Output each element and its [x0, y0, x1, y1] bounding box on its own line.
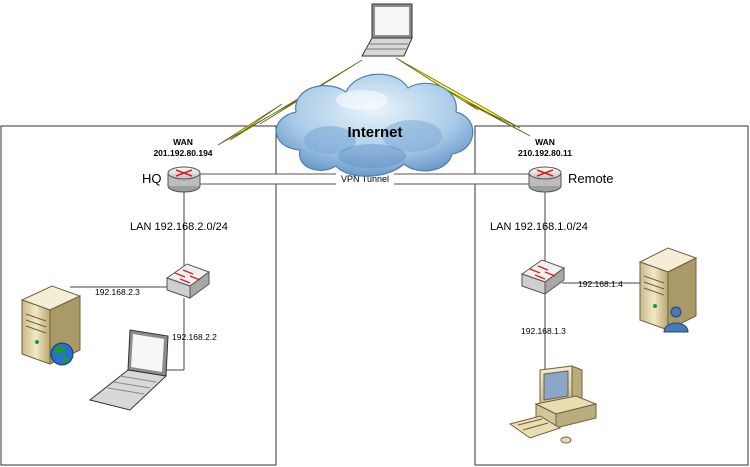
remote-server-icon — [638, 247, 698, 331]
hq-wan-title: WAN — [173, 137, 193, 147]
hq-switch-icon — [165, 263, 211, 299]
user-icon — [663, 306, 689, 333]
remote-pc-ip: 192.168.1.3 — [521, 326, 566, 336]
cloud-icon — [275, 73, 474, 177]
laptop-icon — [361, 3, 413, 57]
hq-laptop-icon — [88, 329, 169, 411]
desktop-pc-icon — [508, 365, 598, 444]
remote-site-boundary — [474, 125, 749, 466]
lightning-icon — [217, 59, 363, 146]
lightning-icon — [395, 57, 531, 137]
hq-site-boundary — [0, 125, 277, 466]
hq-server-ip: 192.168.2.3 — [95, 287, 140, 297]
remote-wan-title: WAN — [535, 137, 555, 147]
remote-label: Remote — [568, 171, 614, 186]
remote-wan-ip: 210.192.80.11 — [518, 148, 572, 158]
hq-label: HQ — [142, 171, 162, 186]
remote-lan-label: LAN 192.168.1.0/24 — [490, 221, 588, 233]
vpn-tunnel-label: VPN Tunnel — [341, 174, 389, 184]
remote-server-ip: 192.168.1.4 — [578, 279, 623, 289]
globe-icon — [50, 342, 74, 366]
remote-router-icon — [528, 166, 562, 193]
internet-label: Internet — [347, 124, 402, 141]
hq-router-icon — [167, 166, 201, 193]
hq-wan-ip: 201.192.80.194 — [153, 148, 212, 158]
hq-laptop-ip: 192.168.2.2 — [172, 332, 217, 342]
hq-lan-label: LAN 192.168.2.0/24 — [130, 221, 228, 233]
remote-switch-icon — [520, 259, 566, 295]
